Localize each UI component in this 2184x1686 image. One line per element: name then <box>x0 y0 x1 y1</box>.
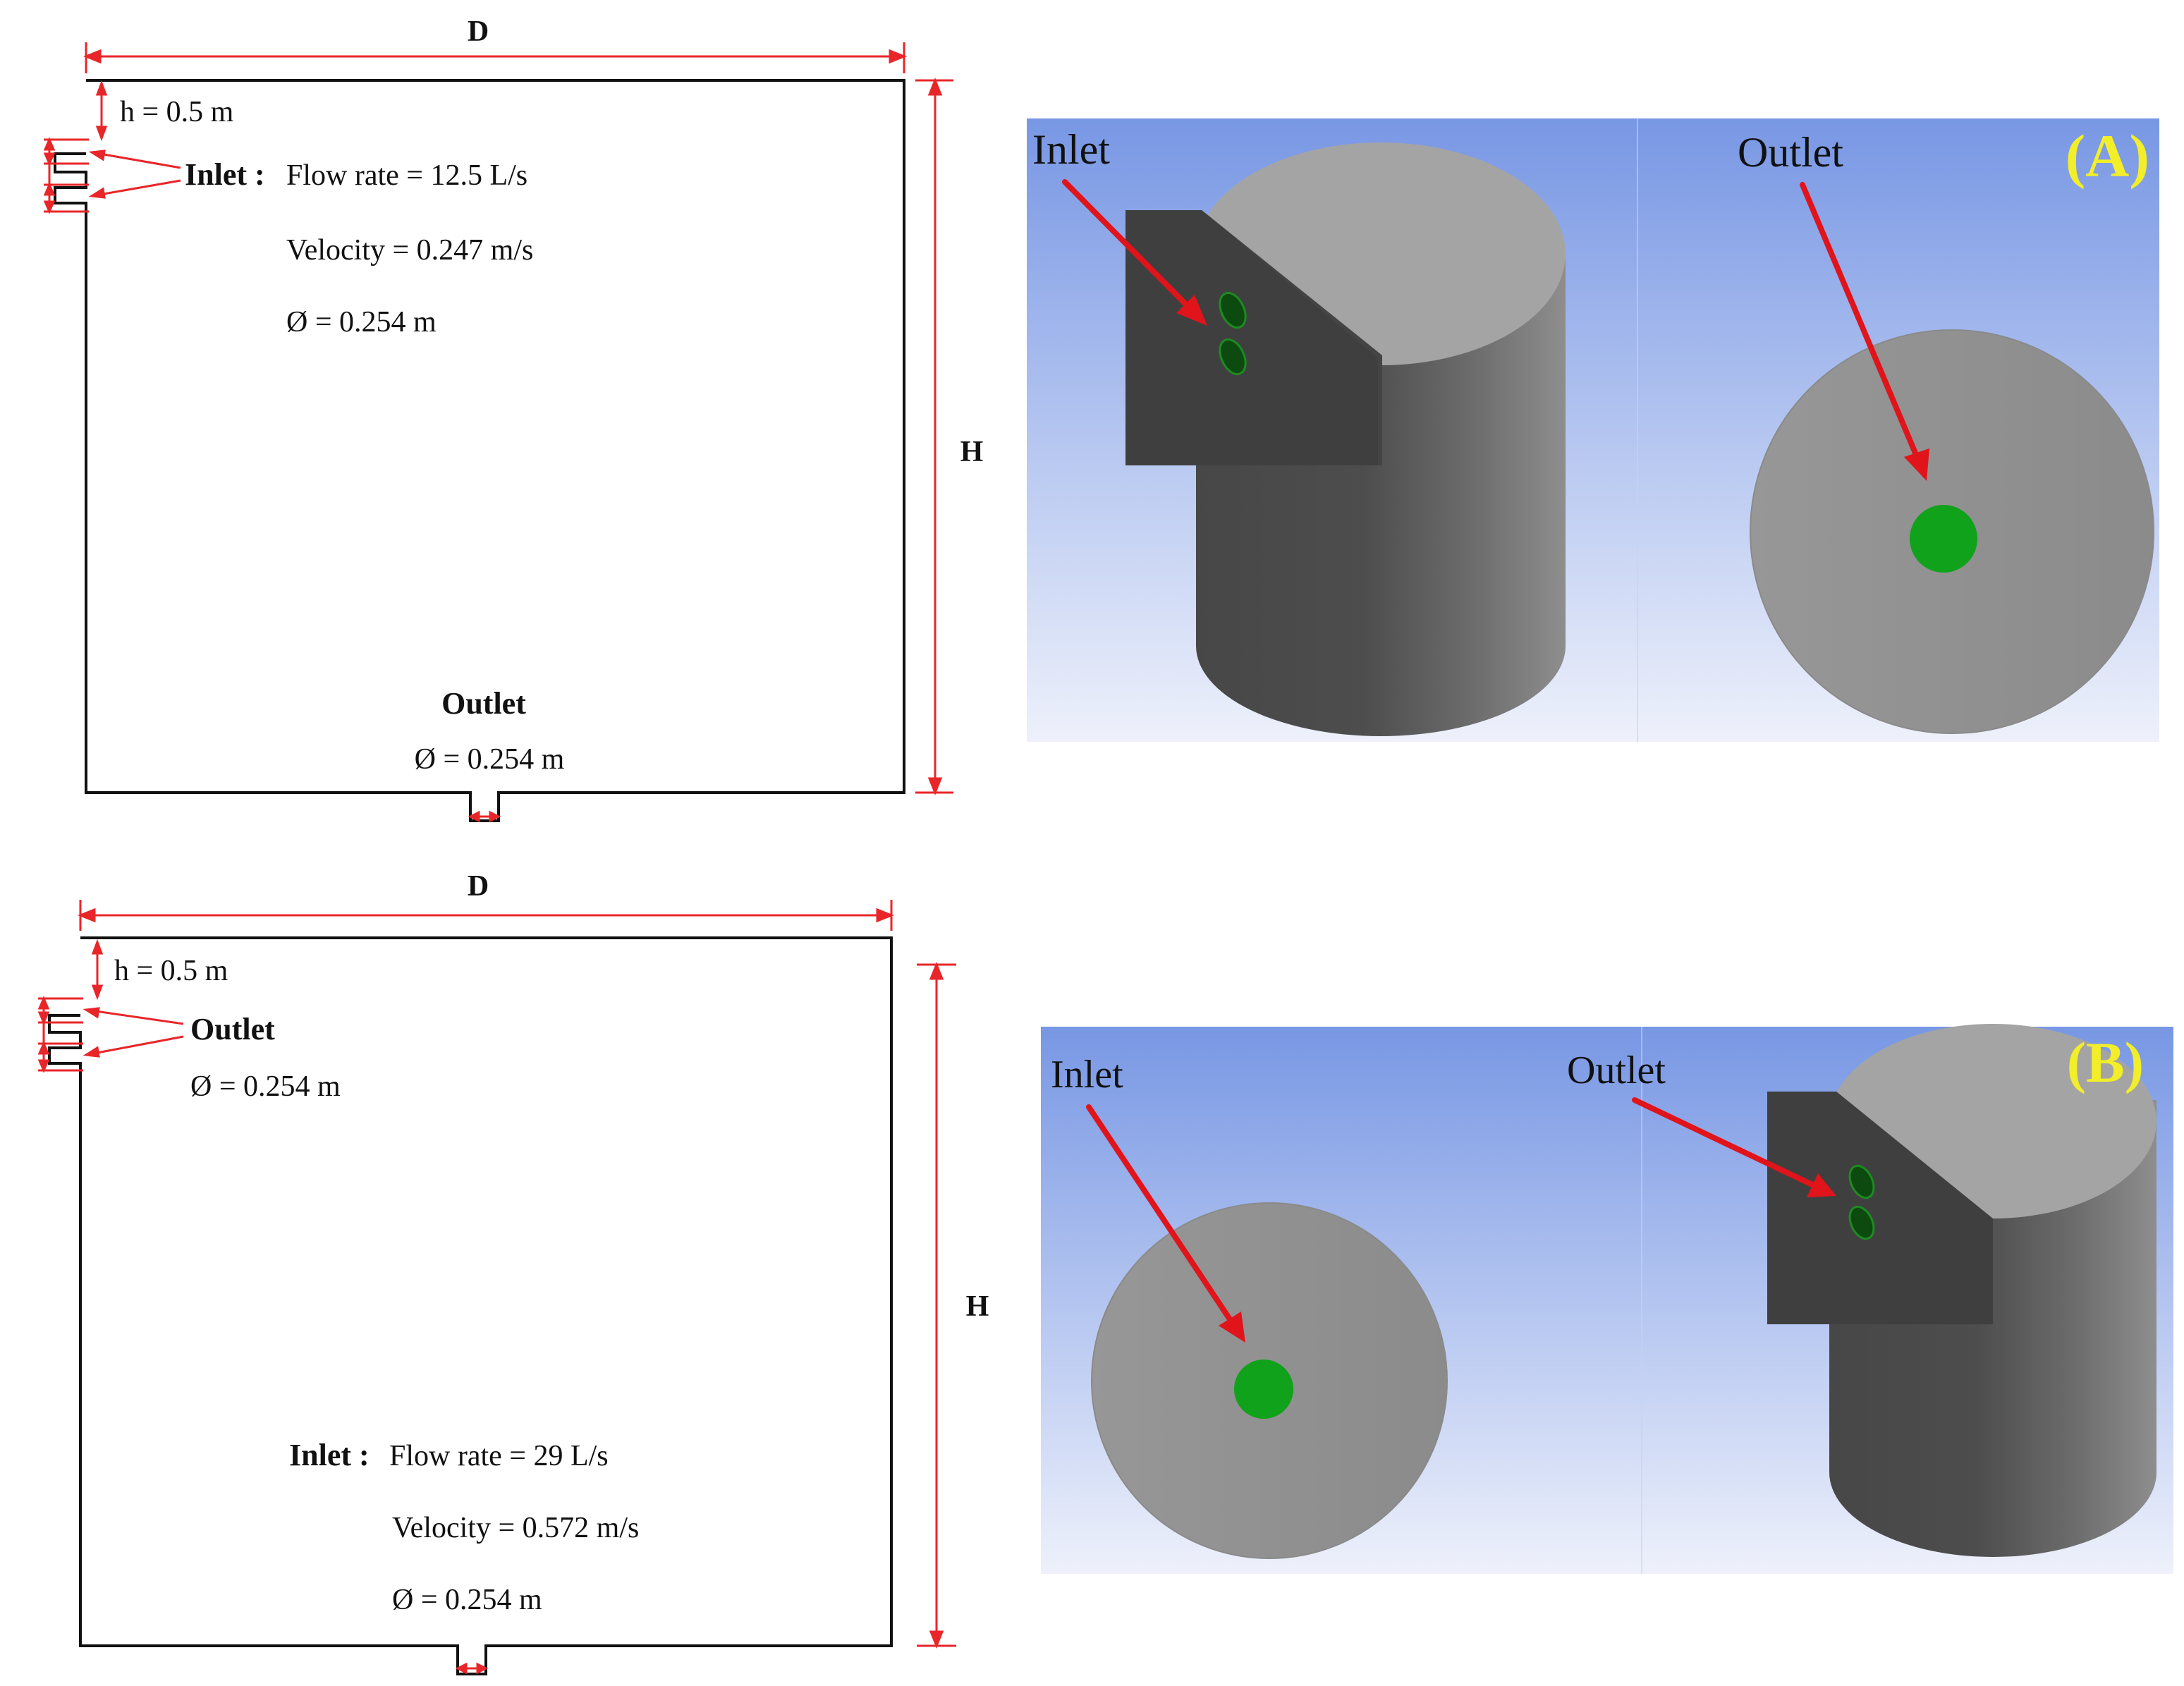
panel-a-height-dimension <box>915 77 953 796</box>
panel-a-render-outlet-label: Outlet <box>1738 129 1843 176</box>
panel-b-inlet-label: Inlet <box>289 1438 351 1472</box>
panel-a-inlet-label: Inlet <box>185 157 247 192</box>
panel-b-outlet-leaders <box>83 1007 184 1058</box>
panel-a-height-label: H <box>960 436 984 468</box>
panel-a-render-inlet-label: Inlet <box>1032 126 1110 173</box>
panel-b-render-inlet-label: Inlet <box>1051 1053 1123 1096</box>
panel-a-outlet-dimension <box>468 810 501 823</box>
panel-a-render: Inlet Outlet (A) <box>1027 118 2159 742</box>
panel-b-bottom-port-dimension <box>455 1662 489 1675</box>
panel-b-width-label: D <box>468 870 489 903</box>
panel-b-outlet-label: Outlet <box>190 1012 275 1046</box>
panel-b-outlet-port-2 <box>1848 1205 1875 1240</box>
panel-a-tank-isometric <box>1125 142 1566 736</box>
panel-b-letter: (B) <box>2067 1030 2144 1094</box>
panel-a-inlet-separator: : <box>247 157 265 192</box>
panel-a-flow-rate: Flow rate = 12.5 L/s <box>286 159 527 192</box>
panel-b-flow-rate: Flow rate = 29 L/s <box>389 1440 609 1472</box>
panel-a-width-dimension <box>83 42 908 73</box>
panel-a-tank-outline <box>54 79 905 822</box>
panel-a-velocity: Velocity = 0.247 m/s <box>286 234 533 267</box>
panel-a-width-label: D <box>468 16 489 48</box>
panel-a-inlet-leaders <box>88 149 181 199</box>
panel-b-inlet-diameter: Ø = 0.254 m <box>392 1584 542 1616</box>
panel-b-render: Inlet Outlet (B) <box>1041 1024 2173 1574</box>
panel-b-render-arrows <box>1086 1097 1836 1343</box>
panel-b-inlet-separator: : <box>351 1438 370 1472</box>
panel-b-h-dimension <box>37 939 104 1073</box>
panel-a-h-label: h = 0.5 m <box>120 96 234 128</box>
panel-a-render-arrows <box>1062 179 1929 481</box>
panel-b-schematic: D H h = 0.5 m <box>37 870 989 1675</box>
panel-b-tank-outline <box>48 936 893 1675</box>
panel-a-outlet-port <box>1910 505 1977 573</box>
panel-a-letter: (A) <box>2066 122 2149 190</box>
panel-a-inlet-diameter: Ø = 0.254 m <box>286 306 437 338</box>
panel-b-height-label: H <box>966 1290 989 1323</box>
panel-a-schematic: D H h = 0.5 m <box>43 16 984 823</box>
panel-b-velocity: Velocity = 0.572 m/s <box>392 1512 639 1544</box>
panel-b-height-dimension <box>917 961 956 1649</box>
svg-text:Inlet :: Inlet : <box>289 1438 370 1472</box>
panel-b-h-label: h = 0.5 m <box>114 955 228 987</box>
panel-b-inlet-port <box>1234 1360 1293 1419</box>
panel-a-h-dimension <box>43 80 108 214</box>
panel-b-tank-isometric <box>1767 1024 2156 1557</box>
panel-b-outlet-port-1 <box>1848 1164 1875 1199</box>
panel-b-outlet-diameter: Ø = 0.254 m <box>190 1070 341 1103</box>
panel-a-inlet-port-1 <box>1219 291 1247 329</box>
panel-a-outlet-diameter: Ø = 0.254 m <box>415 743 565 776</box>
panel-a-inlet-port-2 <box>1219 338 1247 376</box>
panel-b-render-outlet-label: Outlet <box>1567 1049 1666 1092</box>
svg-text:Inlet :: Inlet : <box>185 157 265 192</box>
panel-a-outlet-label: Outlet <box>441 686 526 721</box>
panel-b-width-dimension <box>77 900 895 931</box>
